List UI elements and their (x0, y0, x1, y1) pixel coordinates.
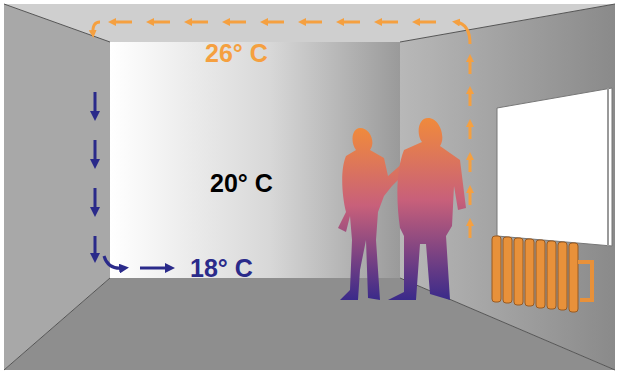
ceiling-temperature: 26° C (205, 40, 268, 68)
person-right (388, 118, 466, 300)
person-left (338, 128, 408, 300)
radiator (492, 236, 592, 312)
window (497, 88, 612, 246)
floor-temperature: 18° C (190, 255, 253, 283)
room-temperature: 20° C (210, 170, 273, 198)
